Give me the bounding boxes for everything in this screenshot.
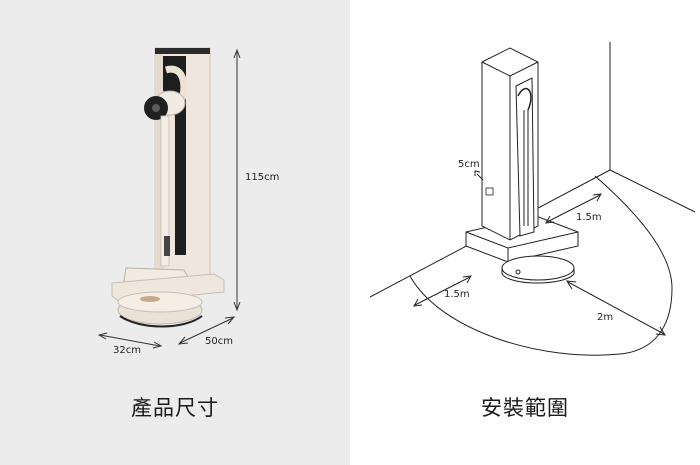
- front-clearance-line: [567, 281, 665, 335]
- side-right-clearance-line: [546, 194, 601, 223]
- front-arrow-end: [655, 326, 666, 336]
- side-right-clearance-label: 1.5m: [576, 212, 602, 223]
- round-base-rim: [119, 315, 203, 328]
- side-right-arrow-start: [545, 215, 555, 224]
- width-label: 50cm: [205, 336, 233, 347]
- side-left-arrow-end: [462, 275, 472, 284]
- floor-right-edge: [609, 169, 696, 213]
- back-clearance-arrowhead: [474, 170, 481, 176]
- back-clearance-arrow: [476, 173, 484, 181]
- depth-arrow-left: [97, 332, 108, 340]
- diagram-vacuum-handle: [517, 87, 532, 111]
- depth-dimension-line: [99, 334, 161, 347]
- height-arrow-top: [233, 48, 241, 59]
- side-left-arrow-start: [413, 298, 423, 307]
- diagram-cavity: [515, 77, 535, 237]
- width-arrow-right: [224, 316, 236, 325]
- diagram-round-base: [501, 255, 575, 281]
- side-left-clearance-line: [414, 276, 471, 306]
- round-base-detail: [140, 296, 160, 302]
- installation-area-caption: 安裝範圍: [481, 396, 569, 420]
- front-arrow-start: [566, 280, 577, 290]
- vacuum-station-illustration: 115cm 50cm 32cm: [97, 47, 279, 356]
- depth-arrow-right: [152, 341, 163, 349]
- dock-side-shade: [155, 54, 163, 280]
- depth-label: 32cm: [113, 345, 141, 356]
- vacuum-wand-joint: [164, 236, 170, 256]
- diagram-tower-button: [485, 187, 494, 196]
- side-right-arrow-end: [592, 193, 602, 202]
- vacuum-motor-center: [152, 104, 160, 112]
- dock-top-rim: [155, 48, 210, 54]
- side-left-clearance-label: 1.5m: [444, 289, 470, 300]
- product-size-panel: 115cm 50cm 32cm 產品尺寸: [0, 0, 350, 465]
- vacuum-wand: [160, 115, 170, 267]
- diagram-round-base-side: [501, 268, 575, 284]
- back-clearance-label: 5cm: [458, 159, 480, 170]
- width-arrow-left: [177, 336, 189, 345]
- round-base-top: [117, 291, 203, 313]
- product-size-caption: 產品尺寸: [131, 396, 219, 420]
- front-clearance-label: 2m: [597, 312, 613, 323]
- diagram-base-sensor: [515, 269, 521, 275]
- installation-area-panel: 5cm 1.5m 1.5m 2m 安裝範圍: [350, 0, 700, 465]
- width-dimension-line: [179, 317, 234, 344]
- installation-diagram: 5cm 1.5m 1.5m 2m: [369, 42, 696, 356]
- clearance-arc: [409, 175, 673, 356]
- height-arrow-bottom: [233, 301, 241, 312]
- height-label: 115cm: [245, 172, 279, 183]
